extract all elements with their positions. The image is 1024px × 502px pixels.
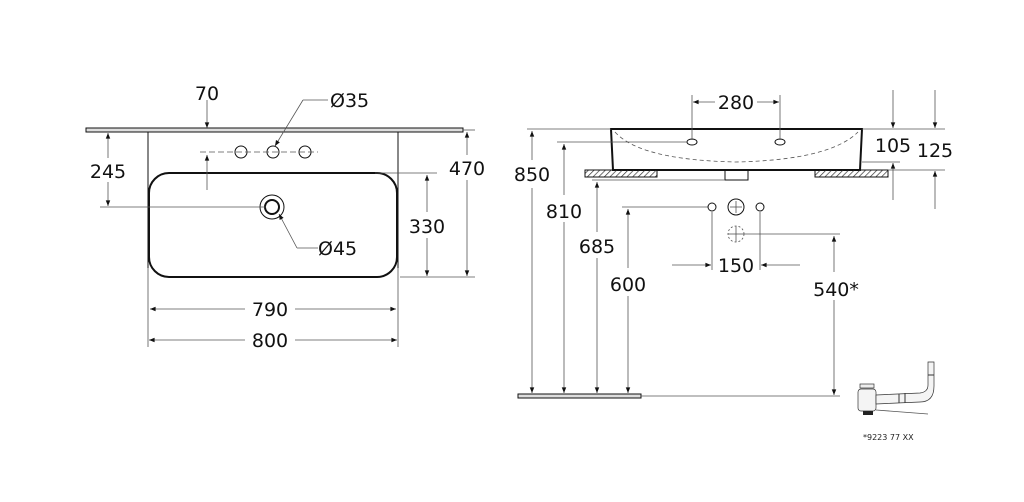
dim-total-depth: 470	[449, 158, 485, 180]
dim-total-height: 125	[917, 140, 953, 162]
dim-drain-depth: 245	[90, 161, 126, 183]
siphon-trap-illustration: *9223 77 XX	[857, 361, 935, 442]
bowl-hidden-line	[614, 131, 859, 163]
accessory-caption: *9223 77 XX	[863, 433, 914, 442]
dim-supply-spacing: 150	[718, 255, 754, 277]
top-view: 70 Ø35 245 Ø45 330 470 790 800	[85, 83, 485, 352]
counter-left	[584, 169, 658, 178]
dim-drain-hole: Ø45	[318, 238, 357, 260]
dim-rim-height: 850	[514, 164, 550, 186]
dim-basin-height: 105	[875, 135, 911, 157]
counter-right	[814, 169, 889, 178]
dim-total-width: 800	[252, 330, 288, 352]
supply-connections	[707, 198, 840, 243]
dim-supply-height: 600	[610, 274, 646, 296]
dim-overflow-height: 810	[546, 201, 582, 223]
floor-bar	[517, 393, 642, 399]
dim-overflow-spacing: 280	[718, 92, 754, 114]
dim-tap-offset: 70	[195, 83, 219, 105]
dim-trap-height: 540*	[813, 279, 859, 301]
basin-profile	[609, 128, 864, 171]
drain-stub	[724, 170, 749, 181]
bowl-outline	[148, 172, 398, 278]
side-view: 280 850 810 685 600	[514, 90, 953, 399]
tap-holes	[200, 145, 318, 159]
wall-bar	[85, 127, 464, 133]
dim-bowl-width: 790	[252, 299, 288, 321]
dim-tap-hole: Ø35	[330, 90, 369, 112]
dim-counter-height: 685	[579, 236, 615, 258]
dim-bowl-depth: 330	[409, 216, 445, 238]
